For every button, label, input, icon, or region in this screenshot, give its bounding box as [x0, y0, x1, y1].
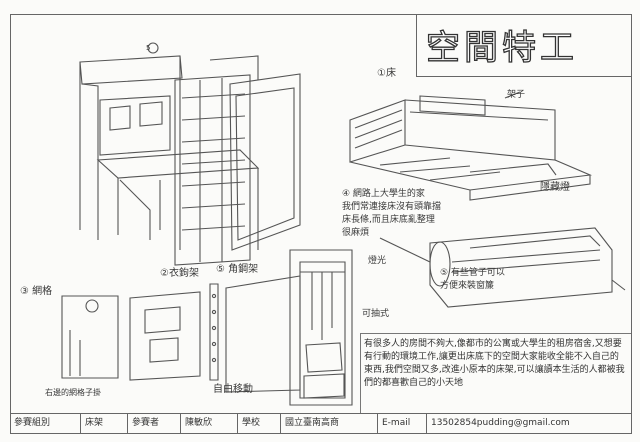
bed-panel-sketch — [349, 91, 593, 201]
footer-group-value: 床架 — [81, 414, 128, 433]
footer-entrant-label: 參賽者 — [128, 414, 181, 433]
footer-bar: 參賽組別 床架 參賽者 陳敏欣 學校 國立臺南高商 E-mail 1350285… — [10, 413, 632, 433]
marker-number: 5 — [146, 44, 151, 52]
roller-tube-sketch — [379, 227, 626, 308]
bed-label: ①床 — [377, 68, 396, 79]
page-title: 空間特工 — [425, 27, 578, 68]
description-text: 有很多人的房間不夠大,像都市的公寓或大學生的租房宿舍,又想要有行動的環境工作,讓… — [364, 339, 625, 388]
loft-bed-sketch — [79, 42, 301, 266]
footer-school-label: 學校 — [238, 414, 281, 433]
title-frame — [416, 14, 631, 77]
footer-school-value: 國立臺南高商 — [281, 414, 378, 433]
roller-note: ⑤ 有些管子可以 方便來裝窗簾 — [440, 268, 505, 291]
cloth-hook-label: ②衣鉤架 — [160, 268, 199, 279]
footer-group-label: 參賽組別 — [10, 414, 81, 433]
description-frame — [360, 333, 631, 414]
bed-shelf-label: 架子 — [507, 90, 526, 100]
hidden-lamp-label: 隱藏燈 — [540, 182, 570, 193]
angle-iron-sketch — [209, 275, 301, 393]
bed-note: ④ 網路上大學生的家 我們常連接床沒有頭靠擋 床長條,而且床底亂整理 很麻煩 — [342, 189, 442, 238]
sheet-border — [10, 14, 632, 434]
angle-iron-label: ⑤ 角鋼架 — [216, 264, 259, 275]
light-label: 燈光 — [368, 256, 387, 266]
grid-label: ③ 網格 — [20, 286, 53, 297]
grid-sketch — [61, 291, 201, 381]
wardrobe-sketch — [289, 249, 353, 406]
footer-email-value: 13502854pudding@gmail.com — [431, 418, 570, 428]
free-move-label: 自由移動 — [213, 384, 253, 395]
grid-caption: 右邊的網格子掛 — [45, 388, 101, 397]
footer-entrant-value: 陳敏欣 — [181, 414, 238, 433]
footer-email-label: E-mail — [378, 414, 427, 433]
movable-label: 可抽式 — [362, 309, 390, 319]
